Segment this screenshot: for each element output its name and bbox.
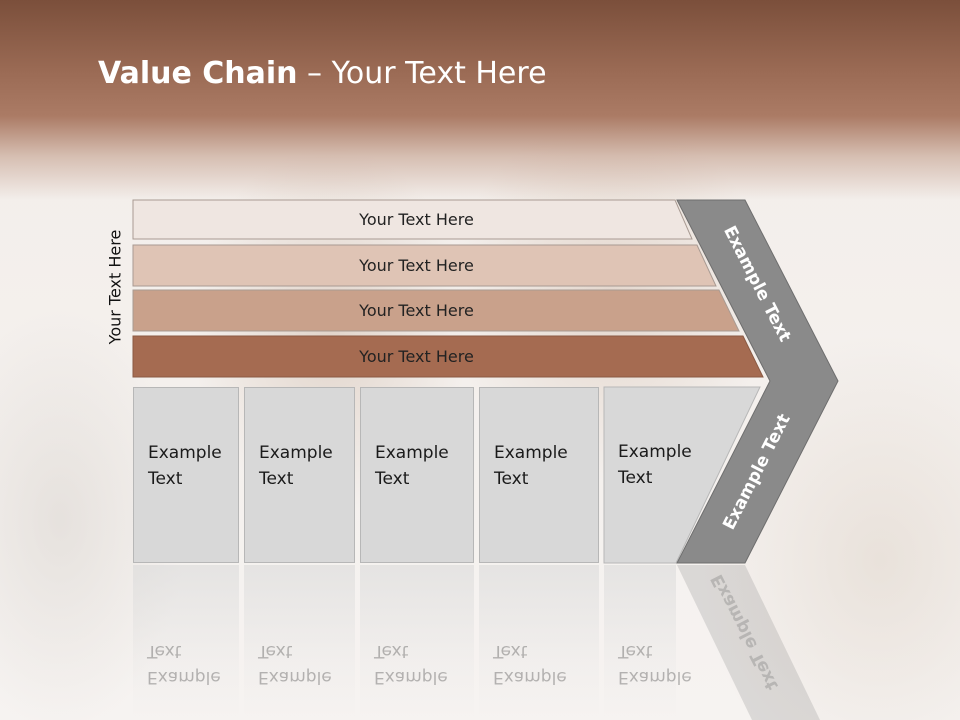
band-3: Your Text Here — [0, 289, 960, 332]
column-3-text: Example Text — [375, 443, 449, 489]
column-4-reflection: Example Text — [479, 565, 599, 720]
band-1-label: Your Text Here — [359, 210, 474, 229]
title-rest: – Your Text Here — [297, 56, 547, 91]
column-1-text: Example Text — [148, 443, 222, 489]
slide-title: Value Chain – Your Text Here — [98, 54, 547, 94]
band-3-shape — [132, 289, 740, 332]
column-5: Example Text — [604, 387, 754, 563]
band-4: Your Text Here — [0, 335, 960, 378]
band-2-shape — [132, 244, 717, 287]
column-2-reflection-text: Example Text — [258, 641, 332, 687]
column-4-reflection-text: Example Text — [493, 641, 567, 687]
band-1: Your Text Here — [0, 199, 960, 240]
title-bold: Value Chain — [98, 56, 298, 91]
column-3-reflection: Example Text — [360, 565, 474, 720]
column-2: Example Text — [244, 387, 355, 563]
band-4-label: Your Text Here — [359, 347, 474, 366]
header-band — [0, 0, 960, 200]
column-3: Example Text — [360, 387, 474, 563]
column-5-reflection-text: Example Text — [618, 641, 692, 687]
column-4: Example Text — [479, 387, 599, 563]
column-5-reflection: Example Text — [604, 565, 692, 720]
column-2-reflection: Example Text — [244, 565, 355, 720]
column-1: Example Text — [133, 387, 239, 563]
band-2-label: Your Text Here — [359, 256, 474, 275]
column-4-text: Example Text — [494, 443, 568, 489]
band-1-shape — [132, 199, 693, 240]
band-3-label: Your Text Here — [359, 301, 474, 320]
band-2: Your Text Here — [0, 244, 960, 287]
column-5-text: Example Text — [618, 442, 692, 488]
column-3-reflection-text: Example Text — [374, 641, 448, 687]
column-1-reflection-text: Example Text — [147, 641, 221, 687]
band-4-shape — [132, 335, 764, 378]
column-1-reflection: Example Text — [133, 565, 239, 720]
column-2-text: Example Text — [259, 443, 333, 489]
